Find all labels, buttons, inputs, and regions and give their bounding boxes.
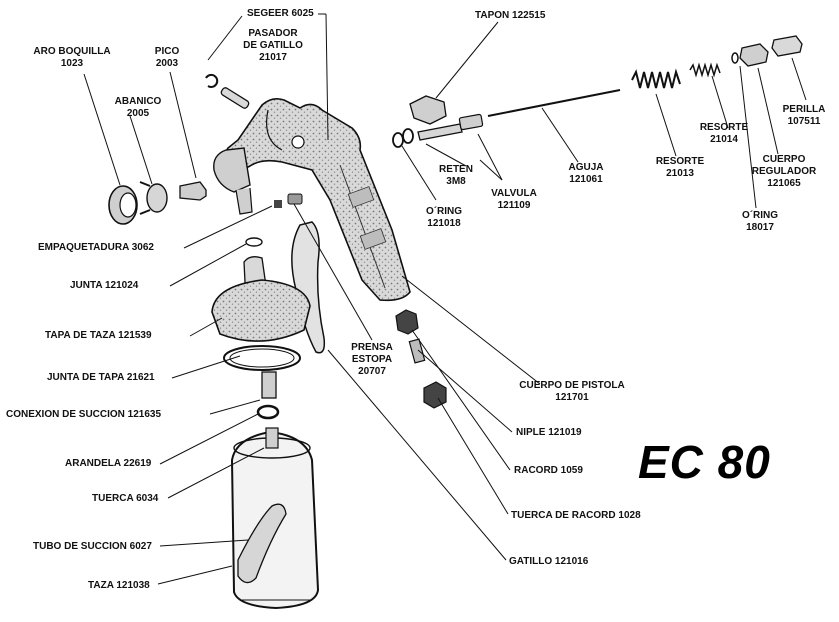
model-title: EC 80 bbox=[638, 436, 771, 488]
segeer-ring bbox=[205, 73, 219, 88]
label-empaquetadura: EMPAQUETADURA 3062 bbox=[38, 242, 154, 253]
gatillo-part bbox=[291, 221, 326, 354]
label-racord: RACORD 1059 bbox=[514, 465, 583, 476]
conexion-succion-part bbox=[261, 371, 277, 399]
pasador-pin bbox=[220, 87, 250, 109]
label-junta-121024: JUNTA 121024 bbox=[70, 280, 139, 291]
label-tapa-taza: TAPA DE TAZA 121539 bbox=[45, 330, 152, 341]
label-junta-tapa: JUNTA DE TAPA 21621 bbox=[47, 372, 155, 383]
label-tuerca: TUERCA 6034 bbox=[92, 493, 159, 504]
label-tuerca-racord: TUERCA DE RACORD 1028 bbox=[511, 510, 641, 521]
label-arandela: ARANDELA 22619 bbox=[65, 458, 152, 469]
label-gatillo: GATILLO 121016 bbox=[509, 556, 589, 567]
cuerpo-regulador-part bbox=[739, 43, 769, 67]
empaquetadura-part bbox=[274, 200, 282, 208]
label-niple: NIPLE 121019 bbox=[516, 427, 582, 438]
valvula-part bbox=[417, 113, 484, 141]
tuerca-racord-part bbox=[423, 381, 447, 409]
perilla-part bbox=[771, 35, 803, 57]
resorte-21013-spring bbox=[631, 68, 681, 89]
junta-121024-ring bbox=[245, 237, 263, 247]
pico-part bbox=[179, 181, 207, 201]
label-taza: TAZA 121038 bbox=[88, 580, 150, 591]
niple-part bbox=[408, 338, 426, 364]
oring-18017-ring bbox=[731, 52, 739, 64]
leader-lines bbox=[83, 13, 807, 585]
abanico-part bbox=[139, 181, 168, 215]
label-conexion-succion: CONEXION DE SUCCION 121635 bbox=[6, 409, 162, 420]
tapon-part bbox=[409, 95, 447, 125]
label-segeer: SEGEER 6025 bbox=[247, 8, 314, 19]
taza-cup bbox=[230, 427, 320, 610]
gun-body bbox=[213, 98, 411, 302]
racord-part bbox=[395, 309, 419, 335]
aguja-needle bbox=[487, 89, 621, 117]
arandela-ring bbox=[256, 404, 280, 420]
resorte-21014-spring bbox=[689, 62, 721, 78]
label-tubo-succion: TUBO DE SUCCION 6027 bbox=[33, 541, 152, 552]
prensa-estopa-part bbox=[287, 193, 303, 205]
oring-small bbox=[392, 128, 414, 148]
tapa-taza-part bbox=[211, 256, 311, 342]
aro-boquilla-part bbox=[108, 185, 138, 225]
label-tapon: TAPON 122515 bbox=[475, 10, 546, 21]
junta-tapa-gasket bbox=[223, 345, 301, 371]
